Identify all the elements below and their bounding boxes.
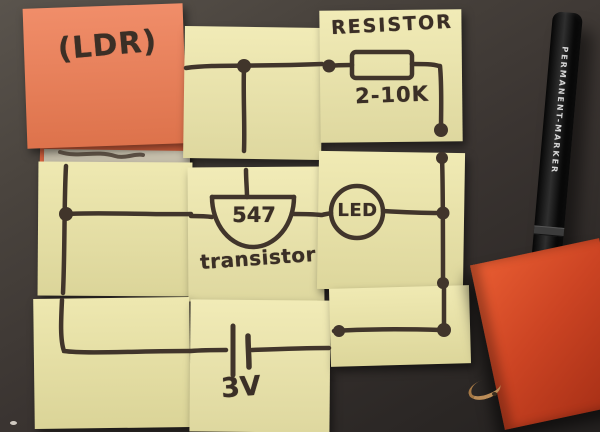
led-label: LED bbox=[337, 200, 378, 221]
marker-pen-label: PERMANENT-MARKER bbox=[549, 45, 570, 175]
marker-pen: PERMANENT-MARKER bbox=[530, 11, 584, 267]
battery-voltage-label: 3V bbox=[220, 370, 262, 405]
sticky-note-battery bbox=[189, 299, 331, 432]
paper-speck bbox=[10, 421, 17, 425]
sticky-note-middle-left bbox=[37, 161, 193, 297]
sticky-note-bottom-right bbox=[329, 285, 471, 367]
debris-speck bbox=[492, 392, 497, 396]
transistor-part-label: 547 bbox=[232, 203, 276, 227]
sticky-note-bottom-left bbox=[33, 297, 191, 429]
marker-pen-cap-ring bbox=[533, 225, 565, 237]
red-sticky-pad bbox=[469, 238, 600, 430]
sticky-note-led bbox=[316, 150, 466, 292]
sticky-note-transistor bbox=[187, 166, 325, 302]
sticky-note-top-middle bbox=[183, 26, 323, 160]
resistor-value-label: 2-10K bbox=[354, 81, 430, 109]
